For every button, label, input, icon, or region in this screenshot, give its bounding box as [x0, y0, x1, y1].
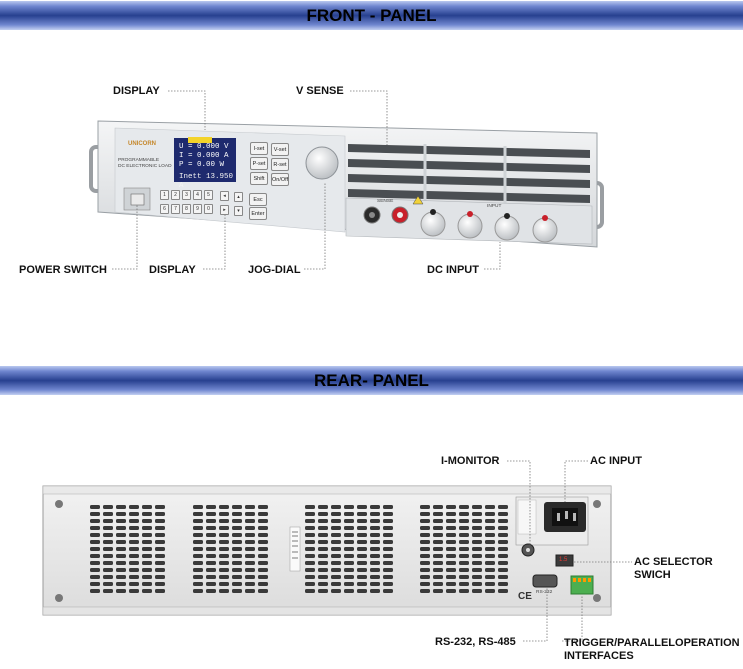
label-ac-selector-2: SWICH	[634, 569, 671, 581]
label-i-monitor: I-MONITOR	[441, 455, 500, 467]
numpad-key-7[interactable]: 7	[171, 204, 180, 214]
front-model-line1: PROGRAMMABLE	[118, 158, 160, 163]
rs-port-label: RS-232	[536, 590, 553, 595]
screen-status: Inett 13.950 A	[174, 173, 236, 190]
numpad-key-9[interactable]: 9	[193, 204, 202, 214]
leader-lines	[112, 90, 632, 642]
front-vents	[348, 144, 590, 203]
ac-selector-switch	[555, 554, 574, 567]
on-off-key[interactable]: On/Off	[271, 173, 289, 186]
up-arrow-key[interactable]: ▴	[234, 192, 243, 202]
ac-selector-display: 1.5	[559, 557, 568, 563]
label-trigger-2: INTERFACES	[564, 650, 634, 662]
input-label: INPUT	[487, 204, 502, 209]
sense-label: SENSE	[377, 199, 394, 204]
down-arrow-key[interactable]: ▾	[234, 206, 243, 216]
rear-panel-banner: REAR- PANEL	[0, 366, 743, 395]
i-set-key[interactable]: I-set	[250, 142, 268, 155]
numpad-key-4[interactable]: 4	[193, 190, 202, 200]
screen-voltage: U = 0.000 V	[179, 143, 229, 151]
front-logo: UNICORN	[128, 141, 156, 147]
trigger-terminal-block	[570, 575, 594, 595]
label-jog-dial: JOG-DIAL	[248, 264, 301, 276]
rear-panel-device	[42, 485, 612, 616]
front-model-line2: DC ELECTRONIC LOAD	[118, 164, 172, 169]
numpad-key-3[interactable]: 3	[182, 190, 191, 200]
numpad-key-8[interactable]: 8	[182, 204, 191, 214]
left-arrow-key[interactable]: ◂	[220, 191, 229, 201]
power-switch	[130, 193, 145, 206]
label-trigger-1: TRIGGER/PARALLELOPERATION	[564, 637, 740, 649]
numpad-key-5[interactable]: 5	[204, 190, 213, 200]
label-ac-input: AC INPUT	[590, 455, 642, 467]
label-power-switch: POWER SWITCH	[19, 264, 107, 276]
numpad-key-2[interactable]: 2	[171, 190, 180, 200]
rear-vents	[90, 505, 508, 593]
label-v-sense: V SENSE	[296, 85, 344, 97]
label-rs232: RS-232, RS-485	[435, 636, 516, 648]
screen-current: I = 0.000 A	[179, 152, 229, 160]
label-ac-selector-1: AC SELECTOR	[634, 556, 713, 568]
screen-power: P = 0.00 W	[179, 161, 225, 169]
jog-dial	[305, 146, 339, 180]
enter-key[interactable]: Enter	[249, 207, 267, 220]
esc-key[interactable]: Esc	[249, 193, 267, 206]
dc-input-terminals	[420, 209, 558, 243]
ce-mark: CE	[518, 591, 532, 602]
shift-key[interactable]: Shift	[250, 172, 268, 185]
rs232-port	[532, 574, 558, 588]
label-display-bottom: DISPLAY	[149, 264, 196, 276]
front-panel-banner: FRONT - PANEL	[0, 1, 743, 30]
lcd-display: U = 0.000 V I = 0.000 A P = 0.00 W Inett…	[174, 137, 236, 190]
label-dc-input: DC INPUT	[427, 264, 479, 276]
r-set-key[interactable]: R-set	[271, 158, 289, 171]
numpad-key-6[interactable]: 6	[160, 204, 169, 214]
front-panel-device	[89, 120, 604, 248]
p-set-key[interactable]: P-set	[250, 157, 268, 170]
numpad-key-0[interactable]: 0	[204, 204, 213, 214]
numpad-key-1[interactable]: 1	[160, 190, 169, 200]
right-arrow-key[interactable]: ▸	[220, 205, 229, 215]
v-set-key[interactable]: V-set	[271, 143, 289, 156]
label-display-top: DISPLAY	[113, 85, 160, 97]
